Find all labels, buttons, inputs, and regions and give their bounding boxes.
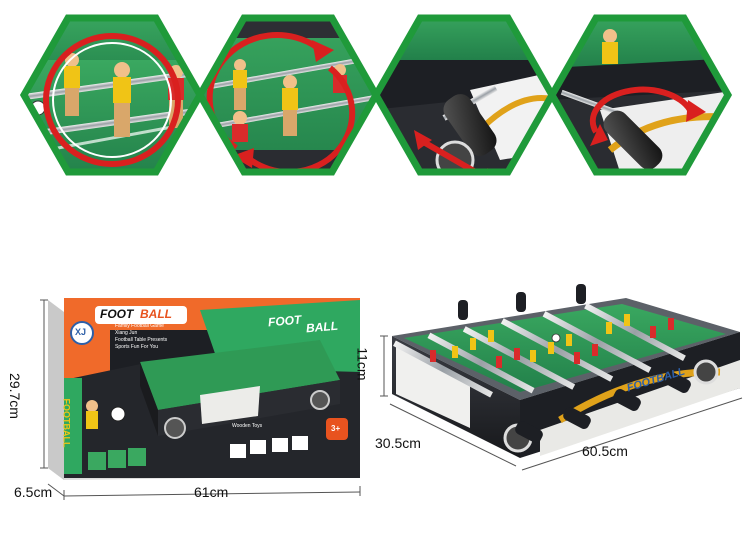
hexagon-closeup-3 [376, 18, 552, 172]
box-height-label: 29.7cm [6, 373, 23, 419]
table-width-label: 60.5cm [582, 443, 628, 459]
handle-grip [515, 421, 543, 443]
rotate-arrow-icon [43, 33, 181, 167]
table-height-label: 11cm [354, 347, 371, 381]
age-badge-label: 3+ [331, 424, 341, 433]
feature-line: Xiang Jun [115, 330, 138, 336]
box-front-logo-ball: BALL [305, 318, 339, 336]
player-row [430, 318, 674, 368]
player-figure [602, 29, 618, 64]
player-figure [232, 111, 248, 142]
handle-grip [603, 110, 663, 170]
box-depth-label: 6.5cm [14, 484, 53, 500]
hexagon-closeup-1 [24, 18, 200, 172]
dimension-lines [40, 299, 743, 500]
box-logo-foot: FOOT [100, 307, 134, 321]
feature-line: Football Table Presents [115, 337, 168, 343]
player-row [452, 314, 630, 362]
box-width-label: 61cm [194, 484, 229, 500]
rotate-arrow-icon [589, 86, 693, 134]
box-logo-ball: BALL [140, 307, 172, 321]
handle-grip [563, 407, 591, 429]
player-figure [233, 59, 247, 110]
player-figure [64, 53, 80, 116]
feature-line: Sports Fun For You [115, 344, 159, 350]
box-side-logo: FOOTBALL [61, 398, 72, 448]
brand-mark: XJ [75, 327, 87, 337]
handle-grip [613, 389, 641, 411]
handle-grip [663, 371, 691, 393]
product-box [48, 298, 360, 480]
hexagon-closeup-2 [200, 18, 376, 172]
hexagon-closeup-4 [552, 18, 728, 172]
brand-logo [70, 321, 94, 345]
table-depth-label: 30.5cm [375, 435, 421, 451]
box-front-logo-foot: FOOT [267, 312, 302, 330]
box-feature-list: Family Football Game Xiang Jun Football … [115, 323, 167, 351]
age-badge [326, 418, 348, 440]
player-figure [113, 62, 131, 137]
player-figure [86, 400, 98, 429]
handle-grip [443, 94, 497, 156]
player-figure [282, 75, 298, 136]
foosball-table [392, 284, 740, 458]
box-sub-label: Wooden Toys [232, 423, 263, 429]
feature-line: Family Football Game [115, 323, 164, 329]
